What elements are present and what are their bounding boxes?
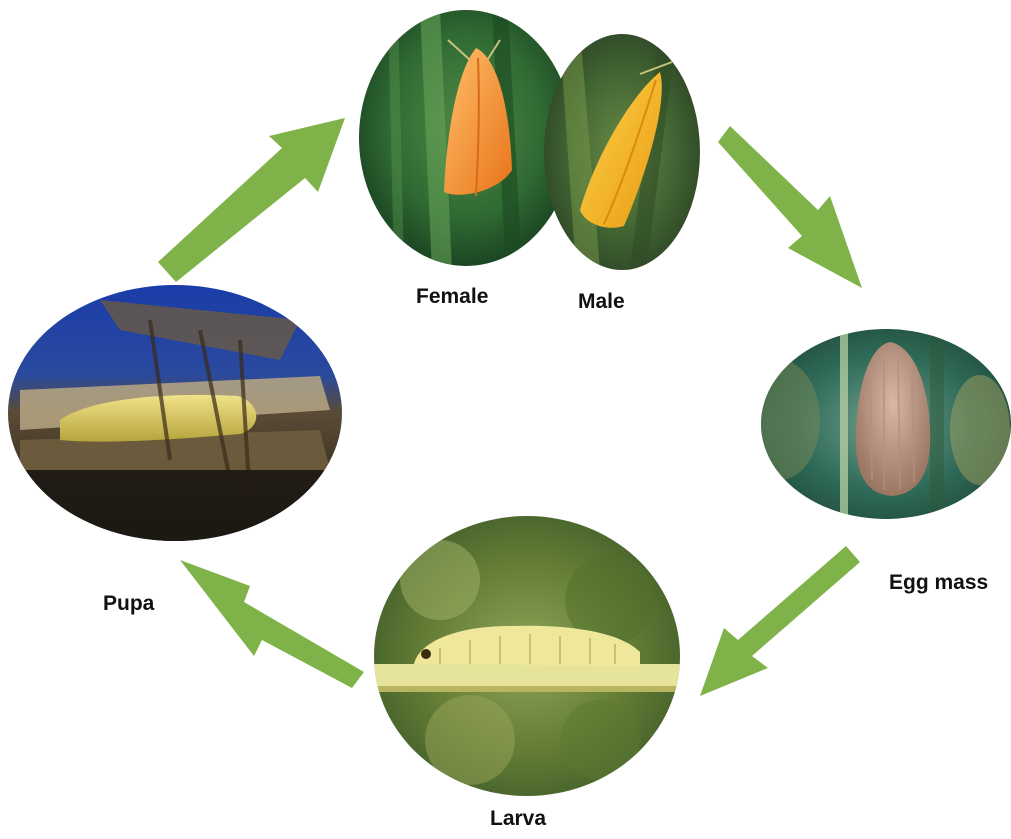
- male-moth-photo: [544, 30, 700, 270]
- label-egg-mass: Egg mass: [889, 571, 988, 595]
- larva-photo: [370, 516, 690, 796]
- label-female: Female: [416, 285, 488, 309]
- arrow-pupa-to-adult: [158, 118, 345, 282]
- arrow-egg-to-larva: [700, 546, 860, 696]
- label-larva: Larva: [490, 807, 546, 831]
- pupa-photo: [0, 285, 350, 550]
- arrow-larva-to-pupa: [180, 560, 364, 688]
- label-pupa: Pupa: [103, 592, 154, 616]
- female-moth-photo: [359, 10, 573, 270]
- label-male: Male: [578, 290, 625, 314]
- arrow-adult-to-egg: [718, 126, 862, 288]
- egg-mass-photo: [740, 320, 1011, 530]
